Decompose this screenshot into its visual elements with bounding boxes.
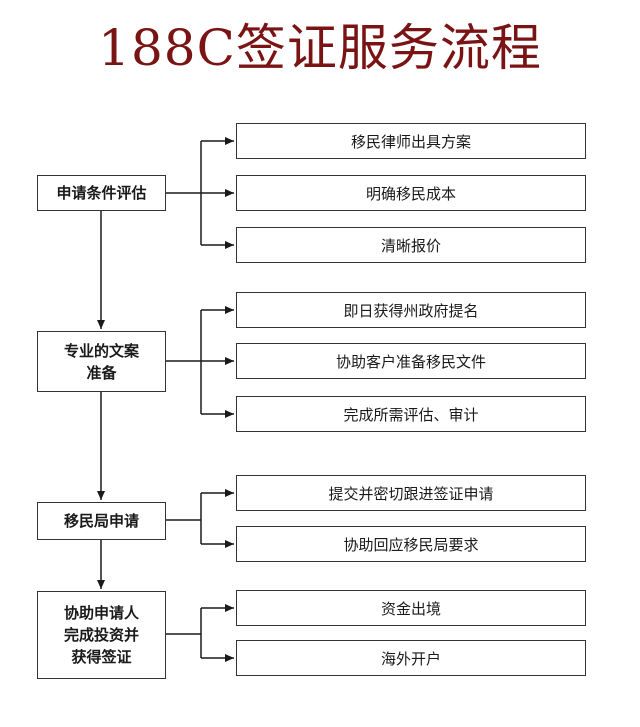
step-3-line-1: 移民局申请 [63, 512, 139, 530]
step-4-line-3: 获得签证 [71, 648, 132, 666]
item-1-3-label: 清晰报价 [380, 236, 441, 255]
branch-group-3 [166, 489, 234, 548]
step-4-line-1: 协助申请人 [63, 604, 139, 622]
item-box-1-1: 移民律师出具方案 [236, 123, 586, 159]
branch-group-2 [166, 306, 234, 418]
item-3-2-label: 协助回应移民局要求 [343, 535, 479, 554]
branch-group-1 [166, 137, 234, 249]
item-1-1-label: 移民律师出具方案 [350, 132, 471, 151]
branch-group-4 [166, 604, 234, 662]
step-box-1: 申请条件评估 [37, 175, 166, 211]
page-title: 188C签证服务流程 [98, 19, 542, 77]
item-1-2-label: 明确移民成本 [365, 184, 456, 203]
item-2-2-label: 协助客户准备移民文件 [335, 352, 486, 371]
item-box-2-2: 协助客户准备移民文件 [236, 343, 586, 379]
item-box-1-2: 明确移民成本 [236, 175, 586, 211]
step-1-line-1: 申请条件评估 [56, 184, 147, 202]
item-3-1-label: 提交并密切跟进签证申请 [328, 484, 494, 503]
step-2-line-1: 专业的文案 [63, 341, 139, 360]
step-4-line-2: 完成投资并 [63, 626, 139, 644]
item-box-4-1: 资金出境 [236, 590, 586, 626]
step-box-4: 协助申请人 完成投资并 获得签证 [37, 591, 166, 679]
step-2-line-2: 准备 [86, 363, 117, 382]
item-2-1-label: 即日获得州政府提名 [343, 301, 479, 320]
item-box-2-1: 即日获得州政府提名 [236, 292, 586, 328]
step-box-2: 专业的文案 准备 [37, 331, 166, 392]
item-4-1-label: 资金出境 [380, 599, 441, 618]
step-box-3: 移民局申请 [37, 502, 166, 540]
item-4-2-label: 海外开户 [380, 649, 441, 668]
item-2-3-label: 完成所需评估、审计 [343, 405, 479, 424]
item-box-4-2: 海外开户 [236, 640, 586, 676]
item-box-1-3: 清晰报价 [236, 227, 586, 263]
item-box-3-1: 提交并密切跟进签证申请 [236, 475, 586, 511]
item-box-3-2: 协助回应移民局要求 [236, 526, 586, 562]
item-box-2-3: 完成所需评估、审计 [236, 396, 586, 432]
